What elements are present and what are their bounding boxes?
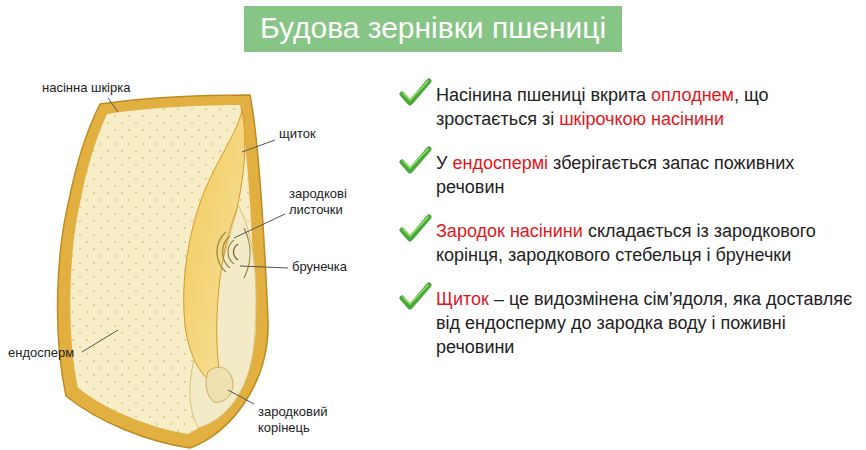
part-label: щиток bbox=[279, 126, 316, 142]
check-stroke bbox=[402, 217, 429, 239]
statement-text: У bbox=[436, 153, 447, 173]
part-label: ендосперм bbox=[8, 345, 74, 361]
key-term: Щиток bbox=[436, 289, 489, 309]
embryo-leaves bbox=[217, 228, 250, 278]
key-term: оплоднем bbox=[651, 85, 734, 105]
part-label: брунечка bbox=[292, 259, 347, 275]
check-highlight bbox=[403, 149, 428, 168]
key-term: ендоспермі bbox=[452, 153, 548, 173]
statement: Уендоспермізберігається запас поживних р… bbox=[436, 152, 854, 200]
check-highlight bbox=[403, 217, 428, 236]
check-mark bbox=[398, 282, 432, 312]
part-label: зародкові листочки bbox=[289, 186, 369, 219]
check-highlight bbox=[403, 285, 428, 304]
seed-coat bbox=[58, 95, 269, 448]
check-mark bbox=[398, 214, 432, 244]
statement: Насінина пшениці вкритаоплоднем, що зрос… bbox=[436, 84, 854, 132]
key-term: шкірочкою насінини bbox=[559, 109, 724, 129]
endosperm-texture bbox=[70, 105, 256, 434]
leader-lines bbox=[82, 98, 288, 404]
part-label: зародковий корінець bbox=[258, 404, 343, 437]
check-stroke bbox=[402, 285, 429, 307]
endosperm bbox=[70, 105, 256, 434]
part-label: насінна шкірка bbox=[42, 80, 130, 96]
statement: Щиток– це видозмінена сім’ядоля, яка дос… bbox=[436, 288, 854, 360]
check-mark bbox=[398, 78, 432, 108]
key-term: Зародок насінини bbox=[436, 221, 583, 241]
check-mark bbox=[398, 146, 432, 176]
embryo-root bbox=[206, 367, 233, 402]
check-highlight bbox=[403, 81, 428, 100]
statement: Зародок насінинискладається із зародково… bbox=[436, 220, 854, 268]
statement-text: – це видозмінена сім’ядоля, яка доставля… bbox=[436, 289, 852, 357]
check-stroke bbox=[402, 149, 429, 171]
title-banner: Будова зернівки пшениці bbox=[244, 6, 622, 52]
check-stroke bbox=[402, 81, 429, 103]
statement-text: Насінина пшениці вкрита bbox=[436, 85, 646, 105]
scutellum bbox=[184, 110, 245, 388]
